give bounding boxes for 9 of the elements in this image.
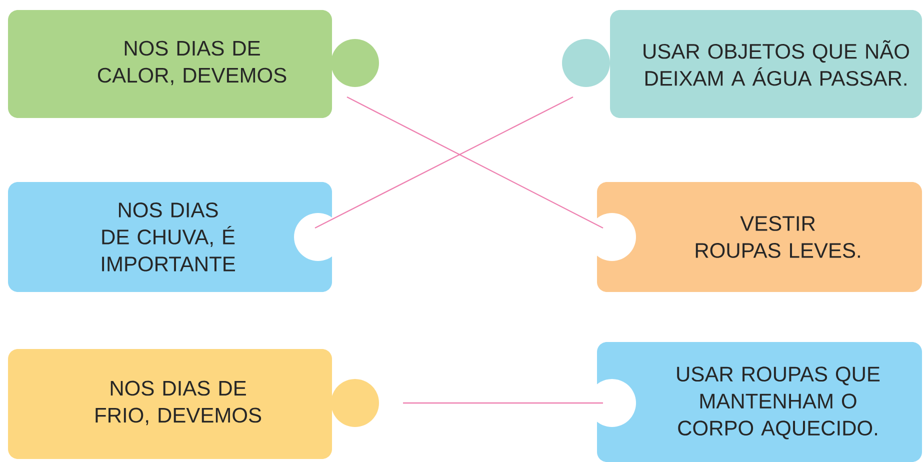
puzzle-piece: USAR OBJETOS QUE NÃO DEIXAM A ÁGUA PASSAR. — [562, 10, 922, 118]
connector-line — [314, 96, 574, 229]
connector-line — [403, 402, 603, 404]
puzzle-piece: NOS DIAS DE CHUVA, É IMPORTANTE — [8, 182, 342, 292]
connector-line — [346, 96, 604, 229]
puzzle-piece: NOS DIAS DE CALOR, DEVEMOS — [8, 10, 379, 118]
puzzle-piece: VESTIR ROUPAS LEVES. — [588, 182, 922, 292]
puzzle-piece: NOS DIAS DE FRIO, DEVEMOS — [8, 348, 379, 459]
puzzle-piece: USAR ROUPAS QUE MANTENHAM O CORPO AQUECIDO. — [588, 342, 922, 462]
